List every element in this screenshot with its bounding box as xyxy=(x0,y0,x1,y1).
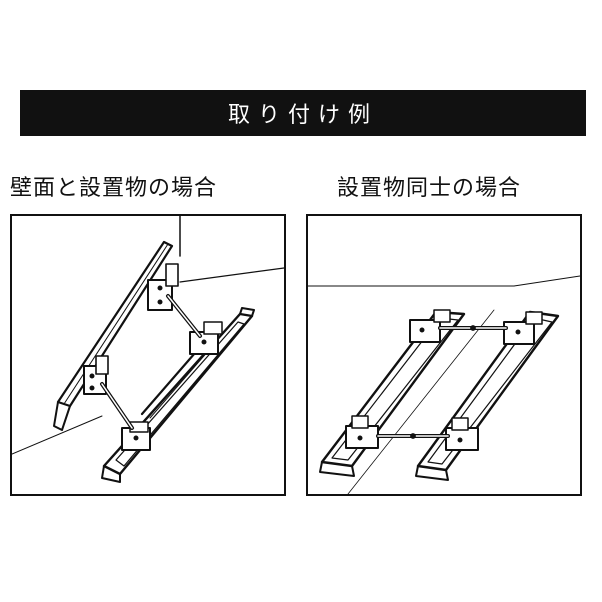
wall-mount-drawing xyxy=(12,216,284,483)
object-to-object-drawing xyxy=(308,275,580,494)
floor-object-inner xyxy=(115,321,245,467)
floor-line xyxy=(179,267,284,283)
title-banner: 取り付け例 xyxy=(20,90,586,136)
illustration-object-to-object xyxy=(306,214,582,496)
wall-handrail xyxy=(56,240,174,408)
wall-handrail-return xyxy=(53,401,71,431)
bracket-left-upper xyxy=(409,319,441,343)
illustration-wall-and-object xyxy=(10,214,286,496)
caption-wall-and-object: 壁面と設置物の場合 xyxy=(10,176,218,201)
floor-line-lower xyxy=(12,415,103,455)
banner-title: 取り付け例 xyxy=(227,103,378,128)
caption-object-to-object: 設置物同士の場合 xyxy=(337,176,522,201)
